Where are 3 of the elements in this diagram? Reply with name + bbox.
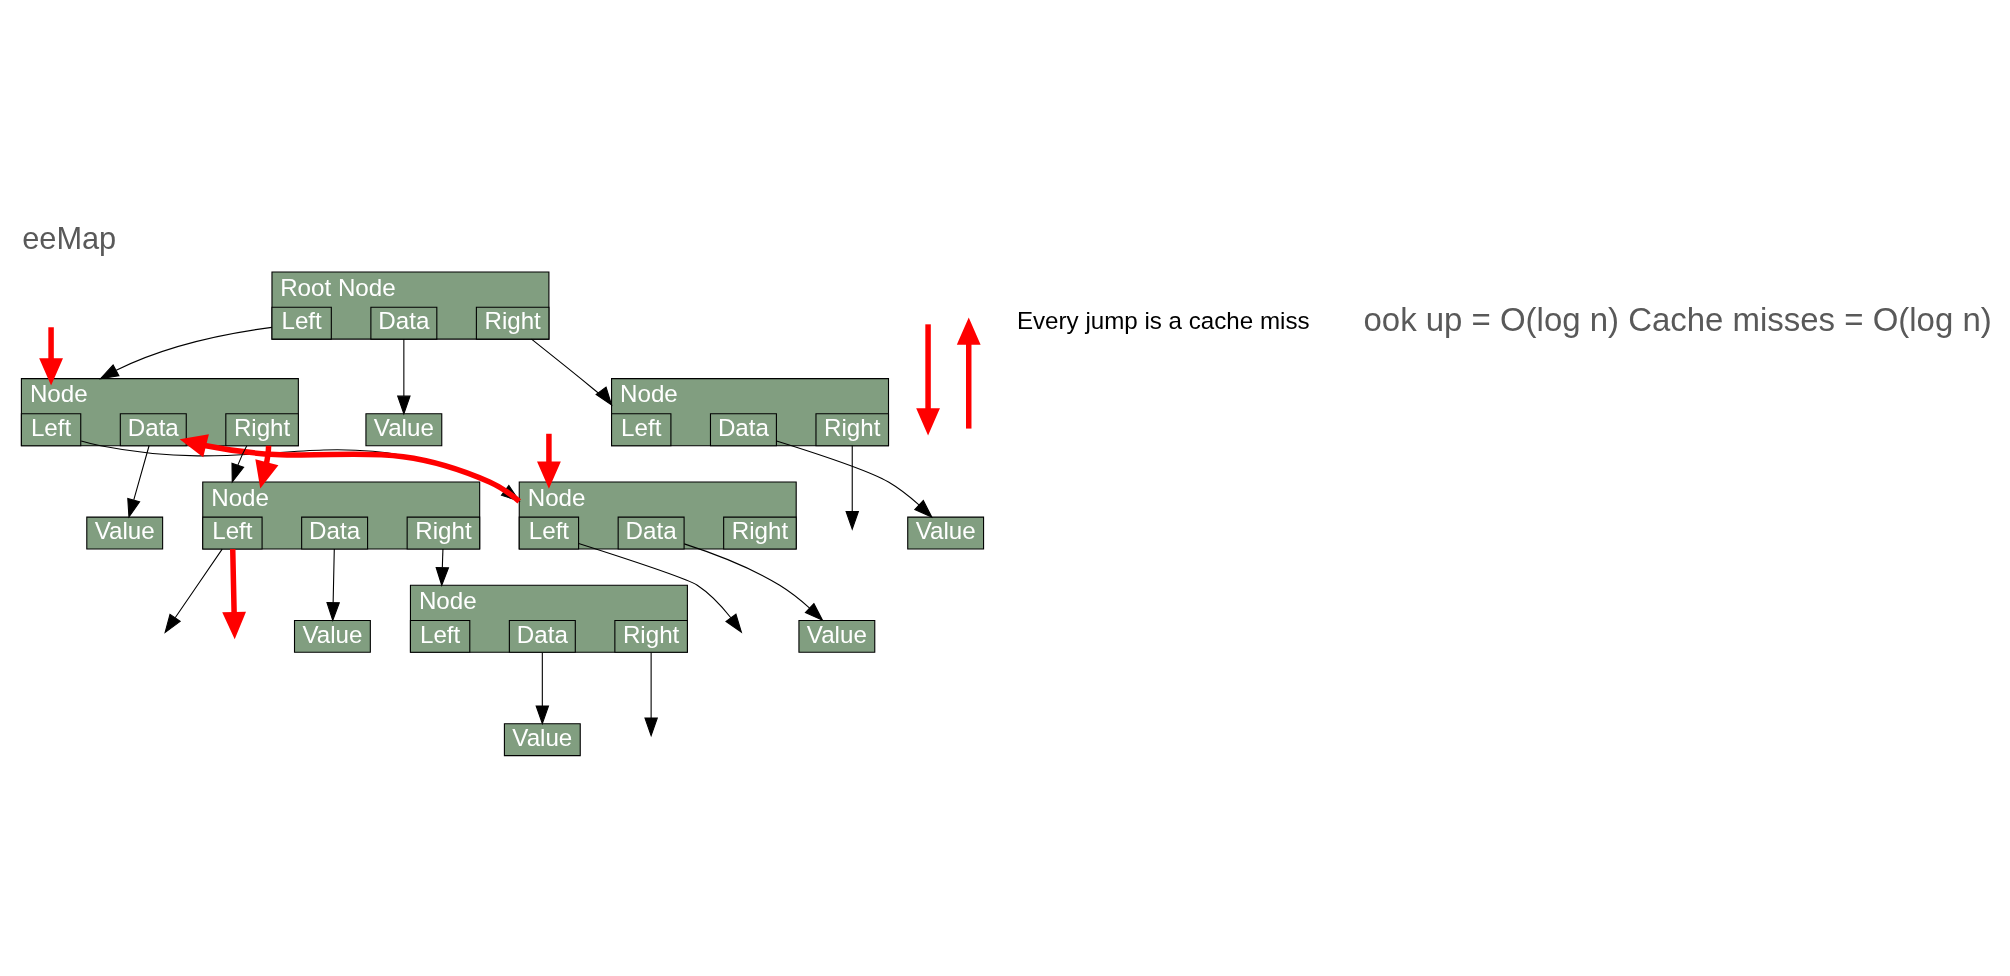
label: ook up = O(log n) Cache misses = O(log n)	[1363, 301, 1992, 339]
label: Every jump is a cache miss	[1016, 307, 1310, 335]
diagram-title: eeMap	[22, 221, 117, 257]
